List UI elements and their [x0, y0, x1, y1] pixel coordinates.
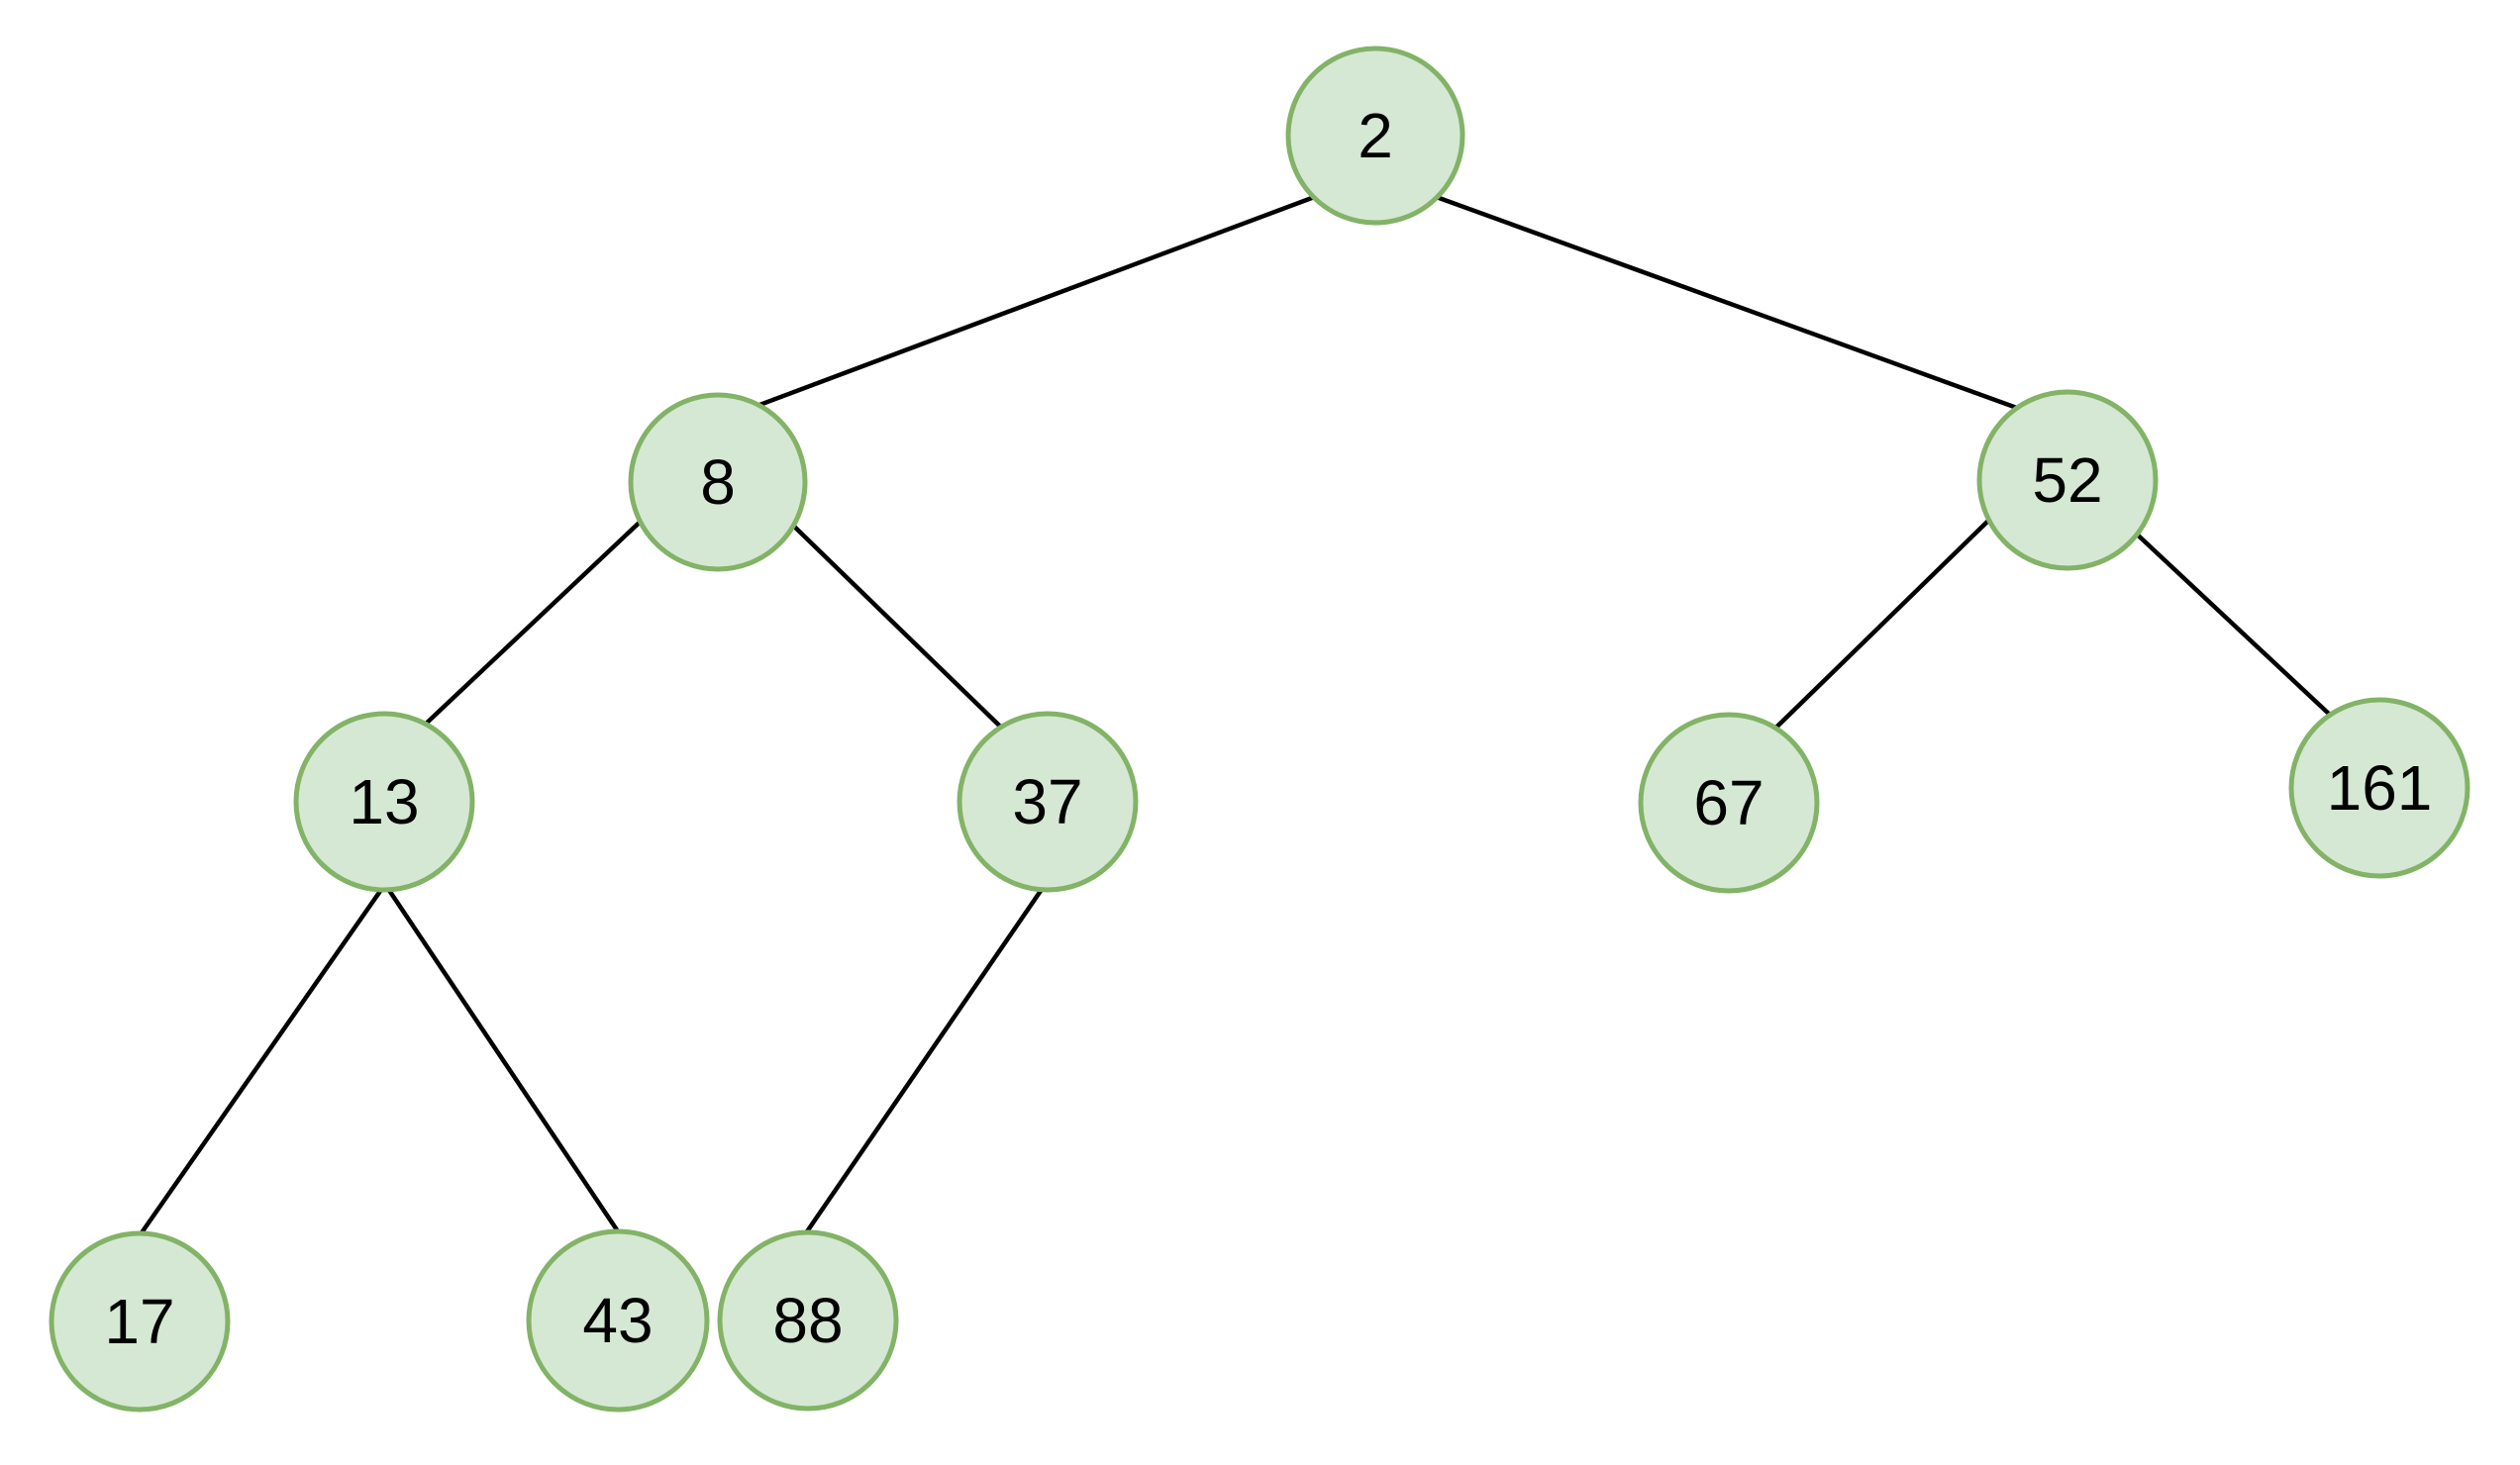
- node-value-label: 17: [104, 1286, 174, 1357]
- tree-node-43: 43: [526, 1228, 710, 1413]
- tree-node-67: 67: [1638, 712, 1820, 894]
- tree-edge-2-52: [1436, 195, 2018, 411]
- node-value-label: 161: [2327, 752, 2433, 824]
- node-value-label: 67: [1693, 767, 1764, 838]
- node-circle: [49, 1230, 231, 1413]
- node-circle: [293, 711, 475, 893]
- node-circle: [717, 1229, 899, 1412]
- node-circle: [628, 392, 808, 572]
- tree-edge-2-8: [757, 195, 1315, 408]
- tree-node-88: 88: [717, 1229, 899, 1412]
- node-value-label: 43: [582, 1285, 653, 1356]
- node-circle: [2288, 697, 2470, 879]
- node-value-label: 2: [1358, 100, 1393, 171]
- node-circle: [1285, 46, 1465, 226]
- node-value-label: 88: [772, 1285, 843, 1356]
- tree-edge-13-43: [386, 888, 620, 1233]
- tree-edge-52-67: [1773, 518, 1991, 731]
- node-circle: [526, 1228, 710, 1413]
- node-circle: [1638, 712, 1820, 894]
- tree-node-37: 37: [957, 711, 1139, 893]
- tree-edge-8-37: [791, 524, 1003, 730]
- node-circle: [1976, 389, 2159, 571]
- tree-node-2: 2: [1285, 46, 1465, 226]
- node-value-label: 8: [700, 446, 736, 518]
- tree-node-13: 13: [293, 711, 475, 893]
- tree-node-52: 52: [1976, 389, 2159, 571]
- node-circle: [957, 711, 1139, 893]
- node-value-label: 13: [349, 766, 419, 837]
- tree-edge-37-88: [804, 888, 1044, 1234]
- node-value-label: 52: [2032, 444, 2102, 516]
- tree-edge-52-161: [2135, 533, 2332, 717]
- tree-node-17: 17: [49, 1230, 231, 1413]
- tree-node-8: 8: [628, 392, 808, 572]
- tree-node-161: 161: [2288, 697, 2470, 879]
- tree-edge-13-17: [139, 888, 383, 1235]
- node-value-label: 37: [1012, 766, 1082, 837]
- tree-edge-8-13: [424, 520, 643, 727]
